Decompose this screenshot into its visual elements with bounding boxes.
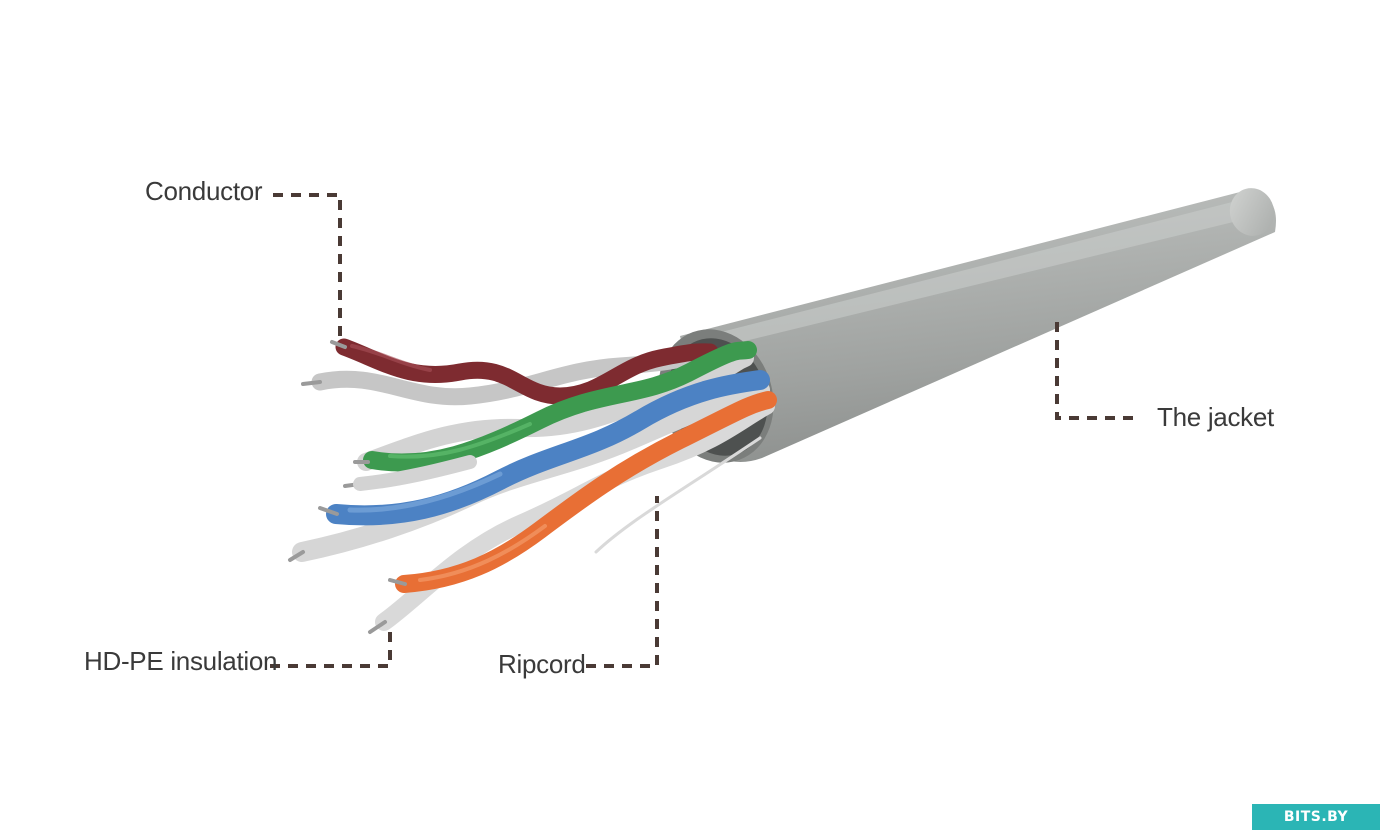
insulation-leader <box>270 632 392 668</box>
ripcord-label: Ripcord <box>498 649 586 679</box>
conductor-label: Conductor <box>145 176 263 206</box>
jacket-leader <box>1055 322 1136 420</box>
jacket-label: The jacket <box>1157 402 1274 432</box>
twisted-pairs <box>288 338 777 634</box>
pair-green <box>343 341 757 491</box>
conductor-leader <box>273 193 342 340</box>
insulation-label: HD-PE insulation <box>84 646 278 676</box>
pair-brown <box>301 338 719 406</box>
pair-orange <box>368 391 777 634</box>
ripcord-leader <box>586 496 659 668</box>
leader-lines <box>270 193 1136 668</box>
watermark-logo: BITS.BY <box>1252 804 1380 830</box>
ripcord-thread <box>594 436 762 554</box>
pair-blue <box>288 370 770 562</box>
